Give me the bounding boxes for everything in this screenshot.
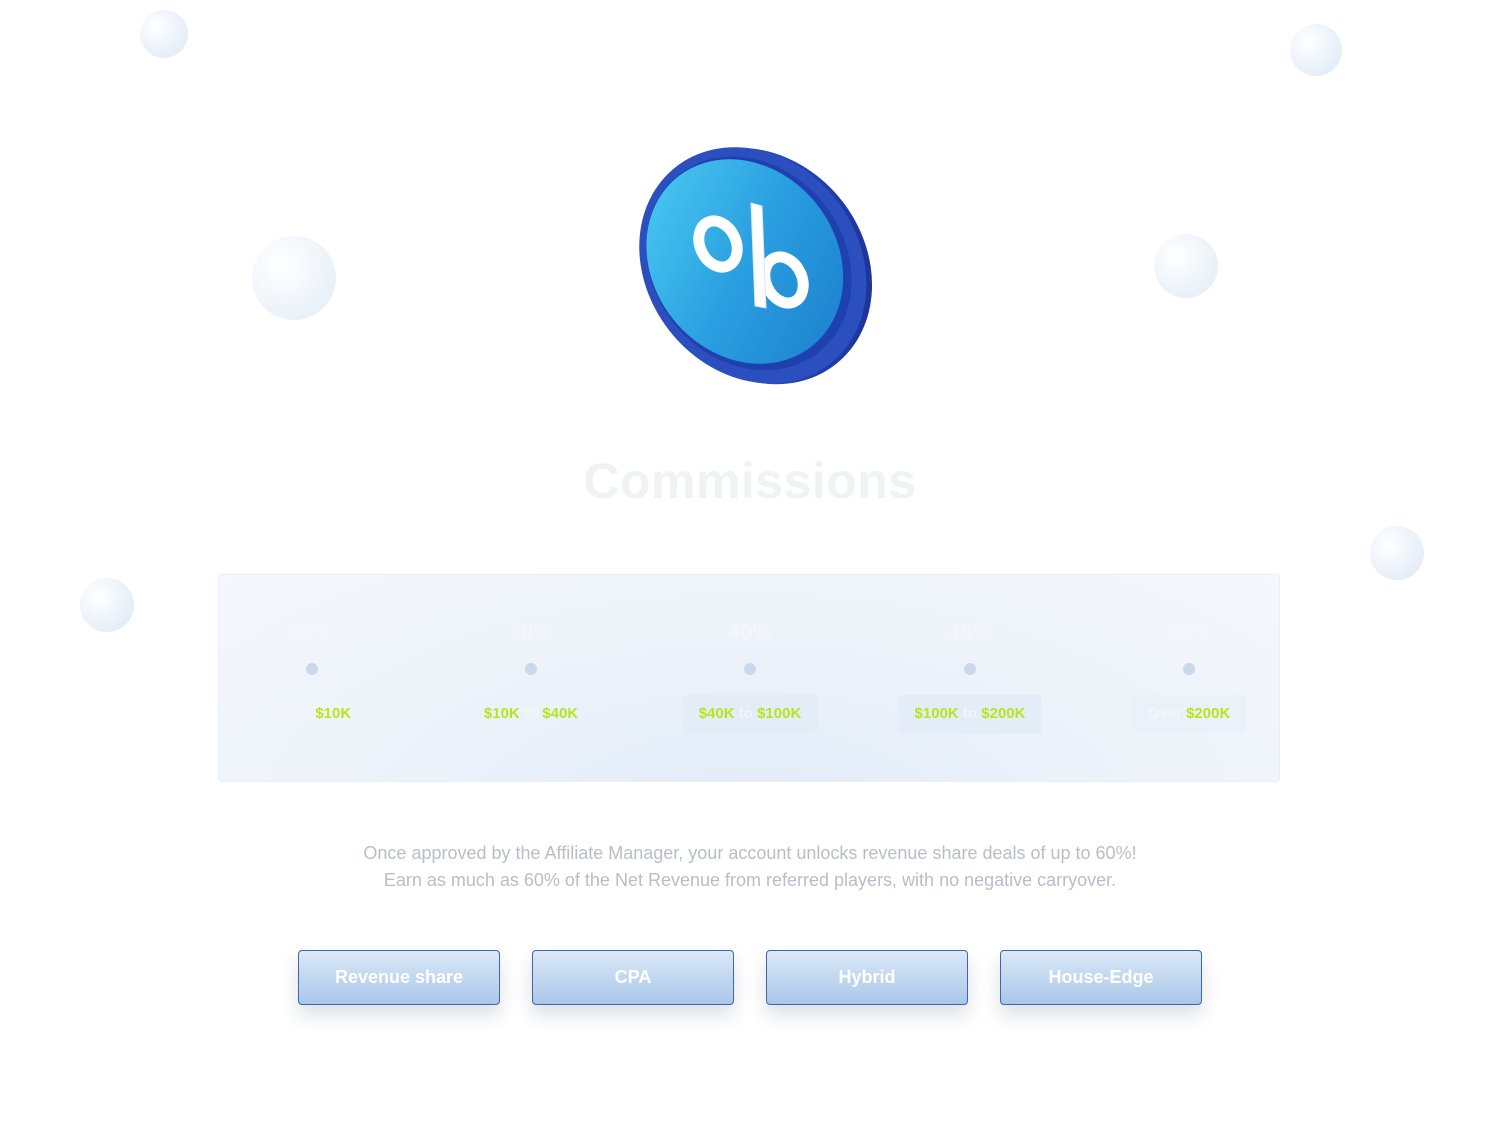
tier-range: Up to $10K [257, 695, 367, 733]
cpa-button[interactable]: CPA [532, 950, 734, 1005]
tier-range-amount: $100K [757, 705, 802, 722]
decorative-bubble [80, 578, 134, 632]
tier-range-amount: $200K [1186, 705, 1231, 722]
tier-item: 40% $40K to $100K [650, 575, 850, 783]
decorative-bubble [1154, 234, 1218, 298]
commission-tiers-panel: 25% Up to $10K 30% $10K to $40K 40% $40K… [218, 574, 1280, 782]
revenue-share-button[interactable]: Revenue share [298, 950, 500, 1005]
tier-percent: 50% [1166, 619, 1212, 644]
house-edge-button[interactable]: House-Edge [1000, 950, 1202, 1005]
tier-percent: 45% [947, 619, 993, 644]
tier-range: $10K to $40K [468, 695, 594, 733]
tier-range-amount: $10K [483, 705, 520, 722]
commission-description: Once approved by the Affiliate Manager, … [0, 840, 1500, 894]
tier-range-connector: to [962, 705, 978, 722]
tier-range: $100K to $200K [898, 695, 1042, 733]
commission-type-buttons: Revenue share CPA Hybrid House-Edge [298, 950, 1202, 1006]
tier-dot [306, 663, 318, 675]
description-line: Earn as much as 60% of the Net Revenue f… [383, 870, 1117, 890]
tier-dot [525, 663, 537, 675]
decorative-bubble [1370, 526, 1424, 580]
tier-range: Over $200K [1131, 695, 1247, 733]
tier-range-prefix: Over [1147, 705, 1182, 722]
tier-range-amount: $100K [914, 705, 959, 722]
hybrid-button[interactable]: Hybrid [766, 950, 968, 1005]
tier-percent: 25% [289, 619, 335, 644]
tier-item: 45% $100K to $200K [870, 575, 1070, 783]
tier-range-amount: $40K [542, 705, 579, 722]
decorative-bubble [1290, 24, 1342, 76]
decorative-bubble [252, 236, 336, 320]
description-line: Once approved by the Affiliate Manager, … [363, 843, 1137, 863]
tier-dot [744, 663, 756, 675]
tier-range-prefix: Up to [272, 705, 312, 722]
tier-range-connector: to [523, 705, 539, 722]
page-title: Commissions [583, 453, 917, 509]
tier-item: 30% $10K to $40K [431, 575, 631, 783]
tier-range: $40K to $100K [682, 695, 818, 733]
tier-percent: 30% [508, 619, 554, 644]
decorative-bubble [140, 10, 188, 58]
tier-range-amount: $200K [981, 705, 1026, 722]
tier-percent: 40% [727, 619, 773, 644]
tier-item: 50% Over $200K [1089, 575, 1289, 783]
tier-item: 25% Up to $10K [212, 575, 412, 783]
tier-dot [1183, 663, 1195, 675]
tier-range-amount: $10K [315, 705, 352, 722]
percent-coin-icon [639, 147, 873, 385]
tier-dot [964, 663, 976, 675]
tier-range-amount: $40K [698, 705, 735, 722]
tier-range-connector: to [738, 705, 753, 722]
